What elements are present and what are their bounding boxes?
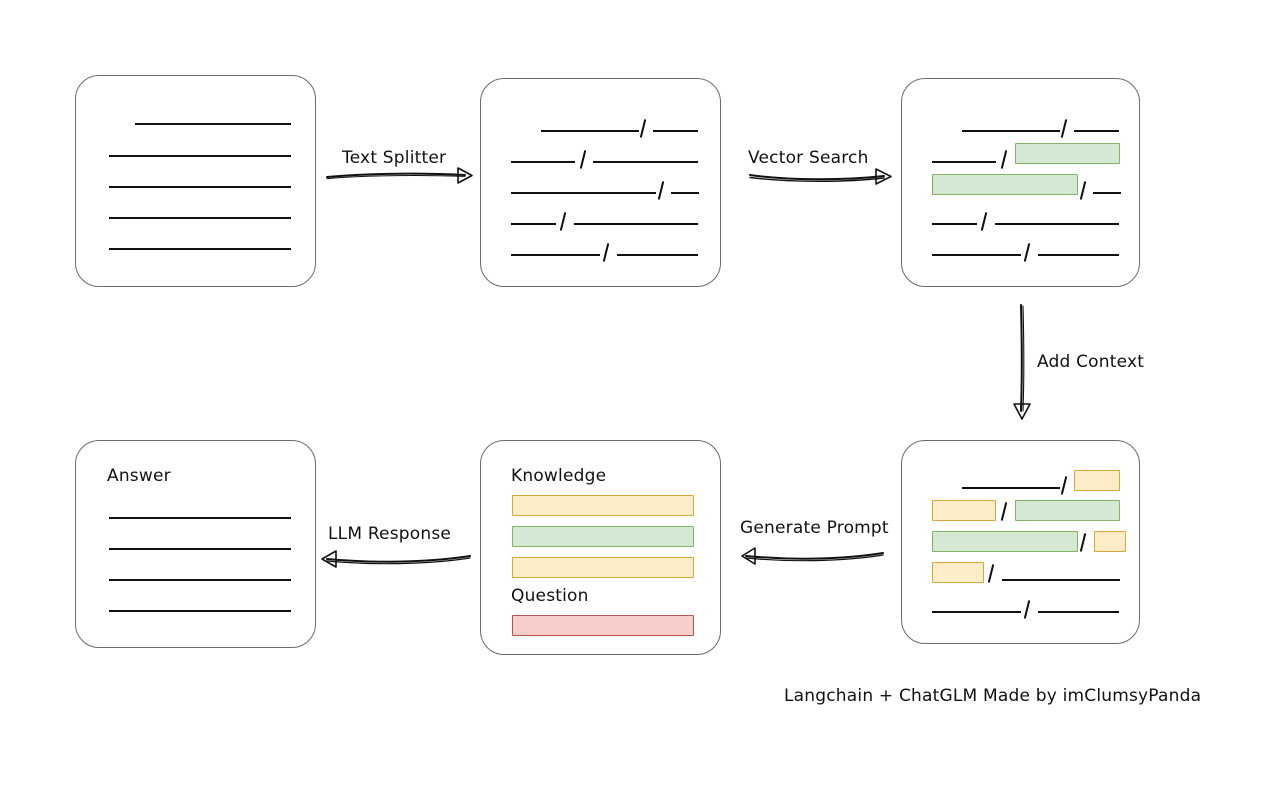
vector-matches-box[interactable] [901,78,1140,287]
chunk-segment [962,487,1060,489]
chunk-separator-slash [1000,149,1008,170]
chunk-separator-slash [1079,532,1087,553]
chunk-separator-slash [1023,599,1031,620]
vector-search-arrow [749,168,892,185]
llm-response-arrow [321,550,471,568]
add-context-arrow [1013,304,1031,420]
chunk-segment [541,130,639,132]
chunk-segment [932,254,1021,256]
document-line [109,186,291,188]
edge-label-add-context: Add Context [1037,352,1145,372]
chunk-segment [1038,254,1119,256]
chunk-segment [1038,611,1119,613]
chunk-separator-slash [602,242,610,263]
answer-line [109,610,291,612]
answer-line [109,517,291,519]
chunk-separator-slash [657,180,665,201]
context-chunk-highlight [1094,531,1126,552]
chunk-segment [1002,579,1120,581]
chunk-separator-slash [639,118,647,139]
edge-label-llm-response: LLM Response [328,524,452,544]
chunk-segment [593,161,698,163]
chunk-separator-slash [980,211,988,232]
chunk-segment [653,130,698,132]
chunk-separator-slash [987,563,995,584]
knowledge-chip [512,495,694,516]
footer-credit: Langchain + ChatGLM Made by imClumsyPand… [784,686,1202,706]
chunk-separator-slash [1060,118,1068,139]
answer-box[interactable]: Answer [75,440,316,648]
document-line [109,217,291,219]
context-chunk-highlight [932,562,984,583]
question-chip [512,615,694,636]
chunk-segment [1074,130,1119,132]
chunk-separator-slash [579,149,587,170]
chunk-segment [1093,192,1121,194]
knowledge-chip [512,526,694,547]
context-document-box[interactable] [901,440,1140,644]
chunk-segment [511,192,656,194]
chunk-segment [932,223,977,225]
source-document-box[interactable] [75,75,316,287]
chunk-segment [671,192,699,194]
matched-chunk-highlight [1015,143,1120,164]
chunk-separator-slash [559,211,567,232]
edge-label-vector-search: Vector Search [748,148,869,168]
context-chunk-highlight [932,500,996,521]
answer-line [109,548,291,550]
context-chunk-highlight [932,531,1078,552]
answer-line [109,579,291,581]
chunk-segment [574,223,698,225]
chunk-separator-slash [1000,501,1008,522]
knowledge-label: Knowledge [511,466,607,486]
answer-label: Answer [107,466,171,486]
chunk-segment [511,161,575,163]
edge-label-text-splitter: Text Splitter [342,148,447,168]
split-chunks-box[interactable] [480,78,721,287]
document-line [109,155,291,157]
chunk-segment [932,611,1021,613]
chunk-segment [932,161,996,163]
chunk-separator-slash [1079,180,1087,201]
text-splitter-arrow [326,167,473,184]
chunk-segment [617,254,698,256]
document-line [109,248,291,250]
prompt-box[interactable]: Knowledge Question [480,440,721,655]
question-label: Question [511,586,589,606]
chunk-segment [511,223,556,225]
chunk-segment [995,223,1119,225]
edge-label-generate-prompt: Generate Prompt [740,518,889,538]
context-chunk-highlight [1074,470,1120,491]
knowledge-chip [512,557,694,578]
document-line [135,123,291,125]
chunk-segment [511,254,600,256]
generate-prompt-arrow [741,547,884,565]
chunk-separator-slash [1060,475,1068,496]
chunk-separator-slash [1023,242,1031,263]
chunk-segment [962,130,1060,132]
matched-chunk-highlight [932,174,1078,195]
context-chunk-highlight [1015,500,1120,521]
